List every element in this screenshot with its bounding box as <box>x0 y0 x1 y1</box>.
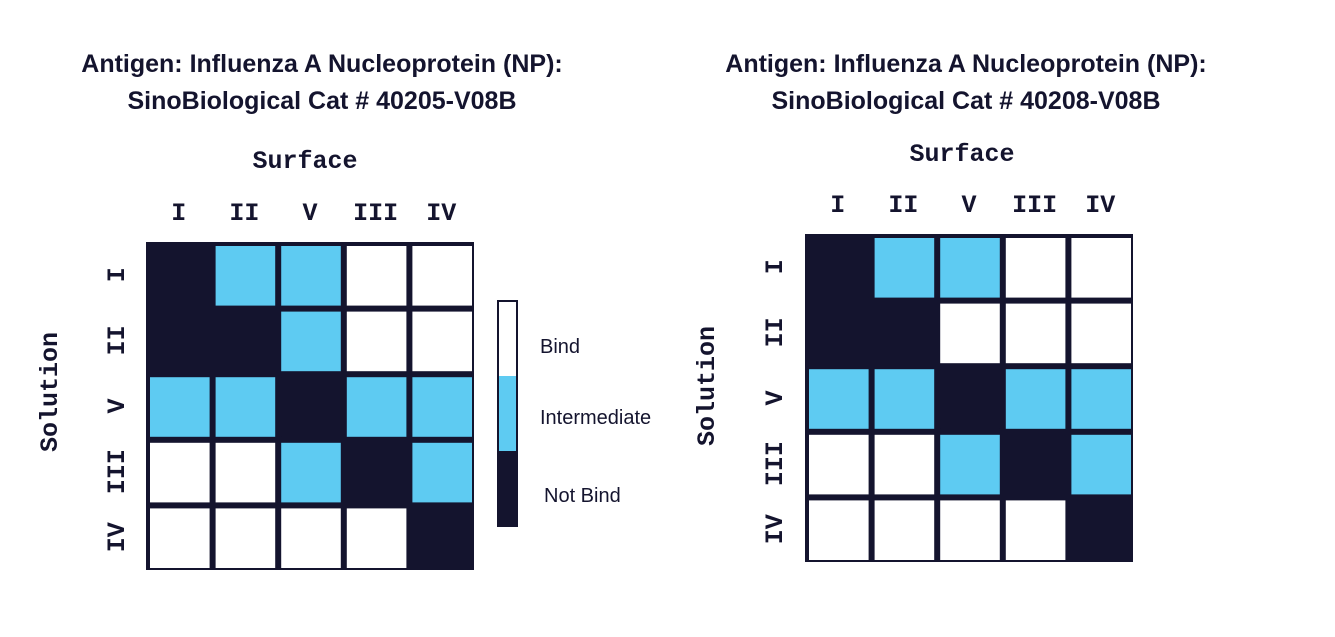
legend-label-not-bind: Not Bind <box>544 485 621 507</box>
y-tick-label: I <box>761 259 790 274</box>
heatmap-cell-IV-I <box>150 508 210 568</box>
y-tick-label: III <box>103 449 132 494</box>
chart1-ylabel: Solution <box>36 332 65 452</box>
y-tick-label: V <box>761 390 790 405</box>
heatmap-cell-I-III <box>1005 238 1066 298</box>
legend-border <box>497 300 518 527</box>
heatmap-cell-II-IV <box>412 311 472 372</box>
legend: Bind Intermediate Not Bind <box>497 300 651 527</box>
heatmap-cell-IV-I <box>809 500 869 560</box>
heatmap-cell-I-III <box>346 246 407 306</box>
x-tick-label: V <box>961 191 976 220</box>
heatmap-cell-V-III <box>346 377 407 437</box>
y-tick-label: I <box>103 267 132 282</box>
heatmap-cell-V-V <box>940 369 1000 429</box>
legend-swatch-bind <box>498 301 517 376</box>
heatmap-cell-I-II <box>215 246 276 306</box>
heatmap-cell-I-IV <box>412 246 472 306</box>
heatmap-cell-IV-IV <box>1071 500 1131 560</box>
x-tick-label: IV <box>1085 191 1115 220</box>
heatmap-cell-III-IV <box>1071 434 1131 495</box>
heatmap-cell-V-II <box>215 377 276 437</box>
y-tick-label: II <box>103 325 132 355</box>
heatmap-cell-IV-III <box>346 508 407 568</box>
heatmap-cell-II-V <box>940 303 1000 364</box>
x-tick-label: I <box>830 191 845 220</box>
heatmap-cell-III-V <box>940 434 1000 495</box>
heatmap-cell-III-II <box>215 442 276 503</box>
heatmap-cell-II-II <box>874 303 935 364</box>
y-tick-label: V <box>103 398 132 413</box>
heatmap-cell-II-IV <box>1071 303 1131 364</box>
heatmap-cell-II-III <box>346 311 407 372</box>
heatmap-cell-V-I <box>150 377 210 437</box>
heatmap-cell-III-I <box>150 442 210 503</box>
heatmap-cell-V-II <box>874 369 935 429</box>
chart2-title-line1: Antigen: Influenza A Nucleoprotein (NP): <box>725 50 1206 78</box>
heatmap-cell-IV-V <box>940 500 1000 560</box>
x-tick-label: III <box>1012 191 1057 220</box>
heatmap-cell-I-I <box>809 238 869 298</box>
heatmap-cell-II-I <box>809 303 869 364</box>
heatmap-cell-III-III <box>1005 434 1066 495</box>
y-tick-label: IV <box>103 522 132 552</box>
heatmap-cell-I-V <box>281 246 341 306</box>
heatmap-cell-IV-III <box>1005 500 1066 560</box>
x-tick-label: I <box>171 199 186 228</box>
x-tick-label: II <box>229 199 259 228</box>
heatmap-cell-I-V <box>940 238 1000 298</box>
y-tick-label: III <box>761 441 790 486</box>
heatmap-cell-III-V <box>281 442 341 503</box>
x-tick-label: II <box>888 191 918 220</box>
heatmap-cell-II-V <box>281 311 341 372</box>
heatmap-cell-IV-IV <box>412 508 472 568</box>
legend-swatch-intermediate <box>498 376 517 451</box>
heatmap-cell-V-IV <box>1071 369 1131 429</box>
chart2-title-line2: SinoBiological Cat # 40208-V08B <box>771 87 1160 115</box>
chart1-title-line2: SinoBiological Cat # 40205-V08B <box>127 87 516 115</box>
chart2-ylabel: Solution <box>693 326 722 446</box>
chart1-title-line1: Antigen: Influenza A Nucleoprotein (NP): <box>81 50 562 78</box>
x-tick-label: III <box>353 199 398 228</box>
legend-swatch-not-bind <box>498 451 517 526</box>
heatmap-cell-III-II <box>874 434 935 495</box>
x-tick-label: IV <box>426 199 456 228</box>
heatmap-cell-V-III <box>1005 369 1066 429</box>
chart1-xlabel: Surface <box>252 147 357 176</box>
legend-label-intermediate: Intermediate <box>540 407 651 429</box>
heatmap-cell-IV-V <box>281 508 341 568</box>
heatmap-cell-IV-II <box>215 508 276 568</box>
heatmap-cell-V-V <box>281 377 341 437</box>
heatmap-cell-V-IV <box>412 377 472 437</box>
heatmap-cell-I-IV <box>1071 238 1131 298</box>
heatmap-cell-IV-II <box>874 500 935 560</box>
heatmap-cell-II-III <box>1005 303 1066 364</box>
heatmap-cell-V-I <box>809 369 869 429</box>
y-tick-label: II <box>761 317 790 347</box>
heatmap-cell-III-I <box>809 434 869 495</box>
x-tick-label: V <box>302 199 317 228</box>
y-tick-label: IV <box>761 514 790 544</box>
heatmap-cell-II-I <box>150 311 210 372</box>
heatmap-cell-I-I <box>150 246 210 306</box>
heatmap-cell-III-IV <box>412 442 472 503</box>
legend-label-bind: Bind <box>540 336 580 358</box>
chart2-xlabel: Surface <box>909 140 1014 169</box>
heatmap-cell-III-III <box>346 442 407 503</box>
heatmap-cell-I-II <box>874 238 935 298</box>
heatmap-cell-II-II <box>215 311 276 372</box>
